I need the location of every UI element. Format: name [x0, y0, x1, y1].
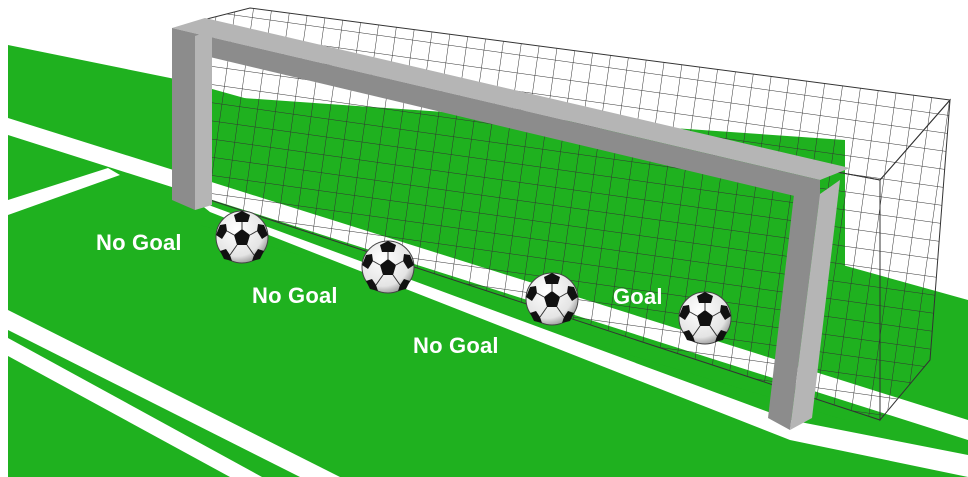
ball-3-label: No Goal	[413, 333, 499, 359]
ball-3	[526, 273, 578, 325]
ball-1	[216, 211, 268, 263]
ball-2-label: No Goal	[252, 283, 338, 309]
ball-2	[362, 241, 414, 293]
left-post-front	[172, 28, 195, 210]
ball-4	[679, 292, 731, 344]
ball-4-label: Goal	[613, 284, 663, 310]
left-post-side	[195, 30, 212, 210]
ball-1-label: No Goal	[96, 230, 182, 256]
